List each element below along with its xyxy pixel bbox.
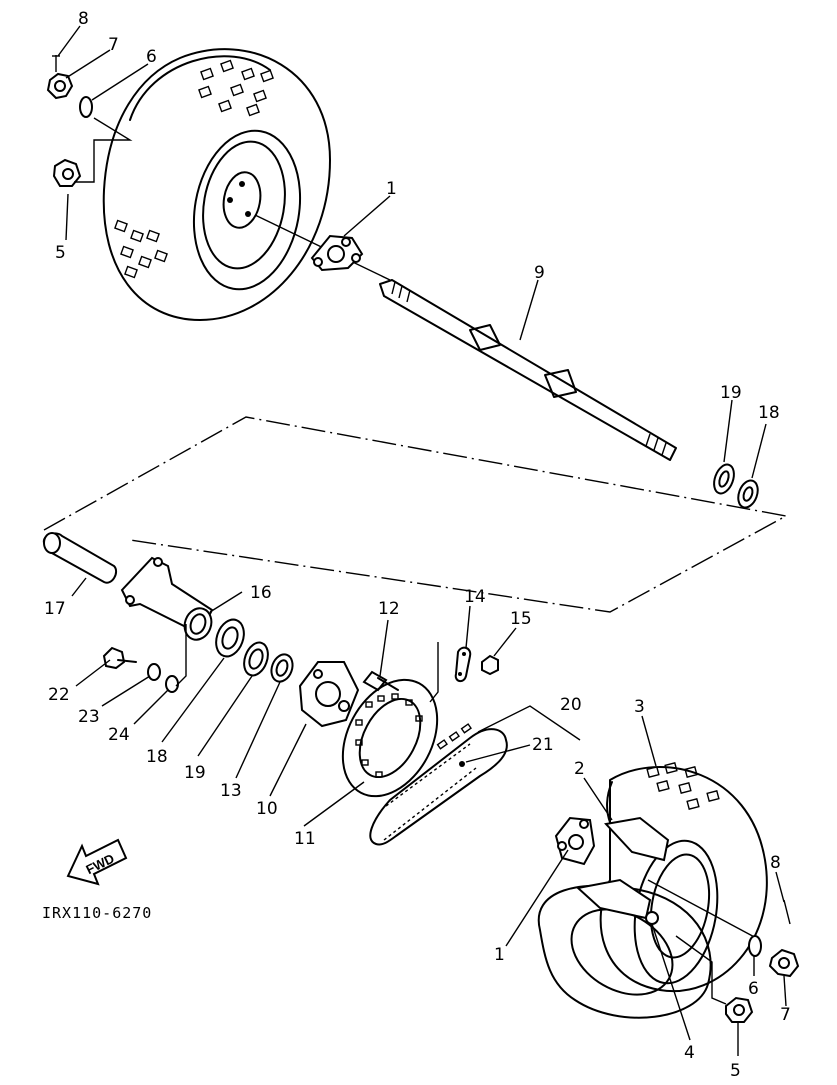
callout-5: 5 <box>55 243 66 263</box>
leader-lines <box>57 25 787 1056</box>
callout-8: 8 <box>78 9 89 29</box>
upper-hub <box>310 234 364 272</box>
callout-15: 15 <box>510 609 532 629</box>
callout-12: 12 <box>378 599 400 619</box>
callout-1: 1 <box>494 945 505 965</box>
upper-fasteners <box>46 55 133 187</box>
callout-2: 2 <box>574 759 585 779</box>
callout-numbers: 8 7 6 5 1 9 19 18 16 17 22 23 24 18 19 1… <box>44 9 791 1081</box>
callout-11: 11 <box>294 829 316 849</box>
upper-wheel <box>102 48 391 321</box>
rear-axle-shaft <box>379 279 677 461</box>
callout-19: 19 <box>720 383 742 403</box>
drive-sprocket <box>341 678 439 798</box>
callout-7: 7 <box>780 1005 791 1025</box>
callout-24: 24 <box>108 725 130 745</box>
callout-6: 6 <box>748 979 759 999</box>
callout-23: 23 <box>78 707 100 727</box>
callout-9: 9 <box>534 263 545 283</box>
drive-chain <box>369 705 581 846</box>
callout-19: 19 <box>184 763 206 783</box>
callout-16: 16 <box>250 583 272 603</box>
callout-20: 20 <box>560 695 582 715</box>
callout-18: 18 <box>146 747 168 767</box>
callout-4: 4 <box>684 1043 695 1063</box>
lower-wheel <box>537 761 768 1019</box>
callout-5: 5 <box>730 1061 741 1081</box>
callout-1: 1 <box>386 179 397 199</box>
callout-13: 13 <box>220 781 242 801</box>
callout-22: 22 <box>48 685 70 705</box>
callout-3: 3 <box>634 697 645 717</box>
assembly-reference-frame <box>43 416 789 613</box>
callout-7: 7 <box>108 35 119 55</box>
callout-6: 6 <box>146 47 157 67</box>
callout-18: 18 <box>758 403 780 423</box>
callout-10: 10 <box>256 799 278 819</box>
lower-hub <box>554 816 596 866</box>
callout-14: 14 <box>464 587 486 607</box>
fwd-arrow-icon: FWD <box>66 838 128 886</box>
callout-8: 8 <box>770 853 781 873</box>
upper-bearing-seal <box>713 463 759 509</box>
lower-fasteners <box>645 899 800 1023</box>
axle-housing-assembly <box>42 532 399 728</box>
callout-21: 21 <box>532 735 554 755</box>
figure-caption: IRX110-6270 <box>42 904 152 922</box>
chain-joint-parts <box>429 642 499 703</box>
callout-17: 17 <box>44 599 66 619</box>
